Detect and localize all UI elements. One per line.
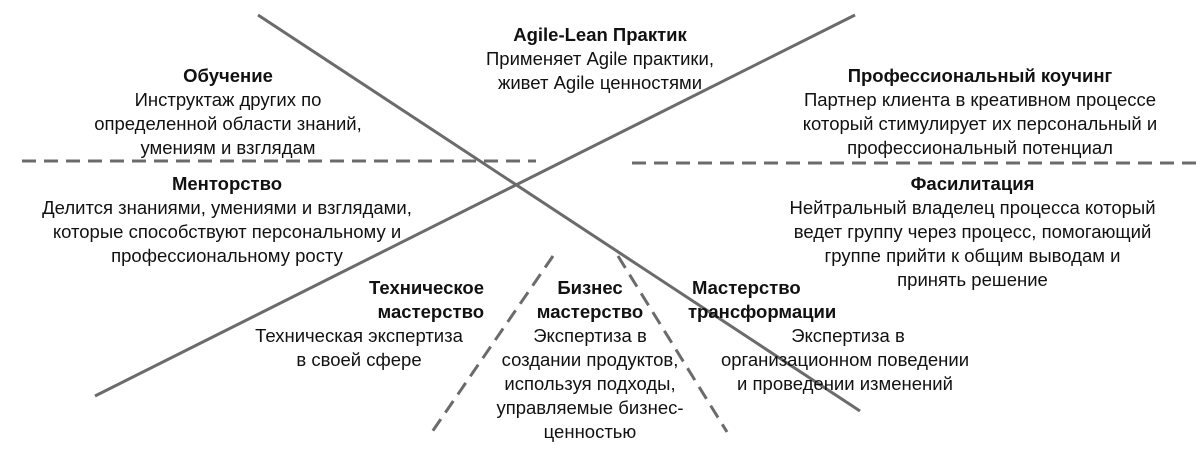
- section-teaching: Обучение Инструктаж других по определенн…: [78, 64, 378, 160]
- section-text-line: ценностью: [543, 421, 637, 442]
- section-text-line: Делится знаниями, умениями и взглядами,: [42, 197, 412, 218]
- section-title: Agile-Lean Практик: [513, 24, 687, 45]
- section-text-line: ведет группу через процесс, помогающий: [793, 221, 1152, 242]
- section-title: Мастерство: [692, 277, 801, 298]
- section-text-line: организационном поведении: [720, 349, 970, 370]
- section-title-group: Техническое мастерство: [228, 276, 490, 324]
- section-text-line: определенной области знаний,: [94, 113, 362, 134]
- section-text-line: который стимулирует их персональный и: [802, 113, 1158, 134]
- section-facilitation: Фасилитация Нейтральный владелец процесс…: [750, 172, 1195, 292]
- section-title: Профессиональный коучинг: [847, 65, 1113, 86]
- section-text-line: профессиональному росту: [111, 245, 343, 266]
- section-title: Обучение: [183, 65, 273, 86]
- section-text-line: живет Agile ценностями: [497, 72, 703, 93]
- section-text-line: управляемые бизнес-: [496, 397, 684, 418]
- section-title: мастерство: [536, 301, 644, 322]
- section-text-line: Экспертиза в: [791, 325, 905, 346]
- section-text-line: Экспертиза в: [533, 325, 647, 346]
- diagonal-line-top-left-to-bottom-right: [257, 13, 861, 413]
- section-transformation-mastery: Мастерство трансформации Экспертиза в ор…: [680, 276, 1010, 396]
- section-text-line: профессиональный потенциал: [847, 137, 1113, 158]
- section-mentoring: Менторство Делится знаниями, умениями и …: [2, 172, 452, 268]
- section-text-line: группе прийти к общим выводам и: [824, 245, 1121, 266]
- section-agile-lean: Agile-Lean Практик Применяет Agile практ…: [420, 23, 780, 95]
- section-text-line: создании продуктов,: [501, 349, 679, 370]
- section-text-line: Инструктаж других по: [134, 89, 322, 110]
- section-title: мастерство: [377, 301, 484, 322]
- section-text-line: Техническая экспертиза: [255, 325, 463, 346]
- section-text-line: принять решение: [897, 269, 1048, 290]
- section-title: трансформации: [688, 301, 837, 322]
- dashed-divider-lower-right: [616, 255, 729, 433]
- section-technical-mastery: Техническое мастерство Техническая экспе…: [228, 276, 490, 372]
- section-text-line: используя подходы,: [504, 373, 676, 394]
- section-title: Менторство: [171, 173, 283, 194]
- section-title: Бизнес: [557, 277, 623, 298]
- section-professional-coaching: Профессиональный коучинг Партнер клиента…: [770, 64, 1190, 160]
- section-text-line: в своей сфере: [296, 349, 422, 370]
- section-text-line: которые способствуют персональному и: [52, 221, 402, 242]
- section-title-group: Мастерство трансформации: [680, 276, 1010, 324]
- section-text-line: Партнер клиента в креативном процессе: [803, 89, 1157, 110]
- section-title: Техническое: [369, 277, 484, 298]
- section-text-line: и проведении изменений: [737, 373, 953, 394]
- section-business-mastery: Бизнес мастерство Экспертиза в создании …: [470, 276, 710, 444]
- dashed-divider-lower-left: [430, 255, 555, 433]
- section-title: Фасилитация: [910, 173, 1035, 194]
- diagonal-line-top-right-to-bottom-left: [94, 13, 856, 398]
- section-text-line: Нейтральный владелец процесса который: [789, 197, 1156, 218]
- section-text-line: Применяет Agile практики,: [486, 48, 714, 69]
- section-text-line: умениям и взглядам: [140, 137, 316, 158]
